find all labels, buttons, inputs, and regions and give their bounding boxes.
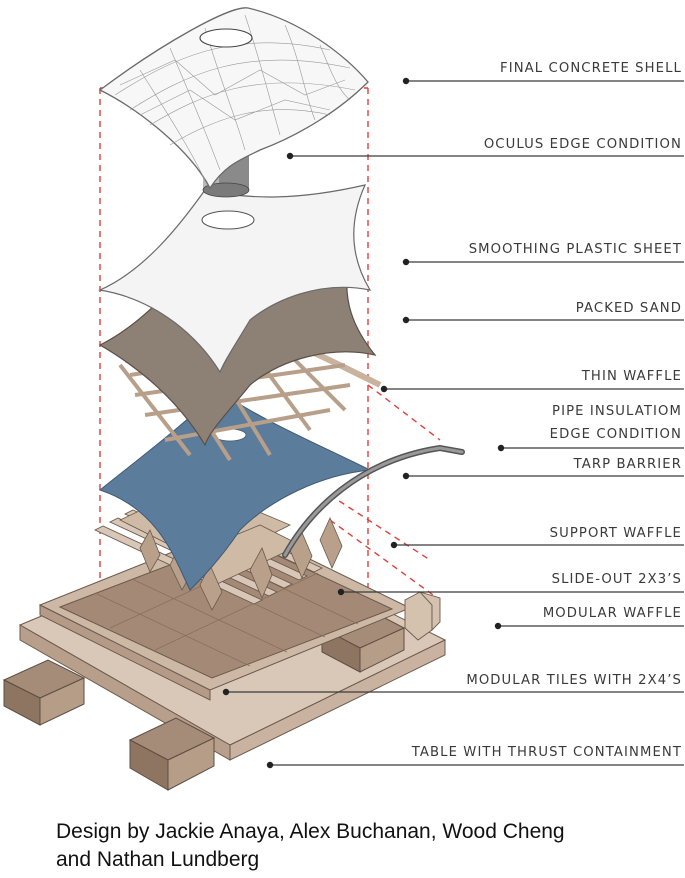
component-labels: FINAL CONCRETE SHELL OCULUS EDGE CONDITI… — [411, 61, 682, 760]
smoothing-plastic-sheet — [97, 184, 372, 374]
label-modular-tiles: MODULAR TILES WITH 2X4’S — [466, 673, 682, 688]
leader-dots — [222, 77, 505, 769]
label-packed-sand: PACKED SAND — [576, 301, 682, 316]
label-oculus-edge-condition: OCULUS EDGE CONDITION — [484, 137, 682, 152]
label-slide-out: SLIDE-OUT 2X3’S — [552, 572, 682, 587]
leader-lines — [226, 80, 684, 766]
label-modular-waffle: MODULAR WAFFLE — [543, 606, 682, 621]
caption-line-1: Design by Jackie Anaya, Alex Buchanan, W… — [56, 820, 565, 843]
label-pipe-insulation-line1: PIPE INSULATIOM — [552, 404, 682, 419]
modular-waffle-module — [404, 591, 441, 641]
label-support-waffle: SUPPORT WAFFLE — [550, 526, 682, 541]
label-thin-waffle: THIN WAFFLE — [581, 369, 682, 384]
label-pipe-insulation-line2: EDGE CONDITION — [550, 427, 682, 442]
pipe-insulation-edge-condition — [282, 444, 465, 558]
label-table: TABLE WITH THRUST CONTAINMENT — [411, 745, 682, 760]
final-concrete-shell — [98, 7, 369, 190]
label-smoothing-plastic-sheet: SMOOTHING PLASTIC SHEET — [469, 242, 682, 257]
design-credit-caption: Design by Jackie Anaya, Alex Buchanan, W… — [56, 818, 676, 874]
label-final-concrete-shell: FINAL CONCRETE SHELL — [500, 61, 682, 76]
label-tarp-barrier: TARP BARRIER — [573, 457, 682, 472]
caption-line-2: and Nathan Lundberg — [56, 848, 260, 871]
